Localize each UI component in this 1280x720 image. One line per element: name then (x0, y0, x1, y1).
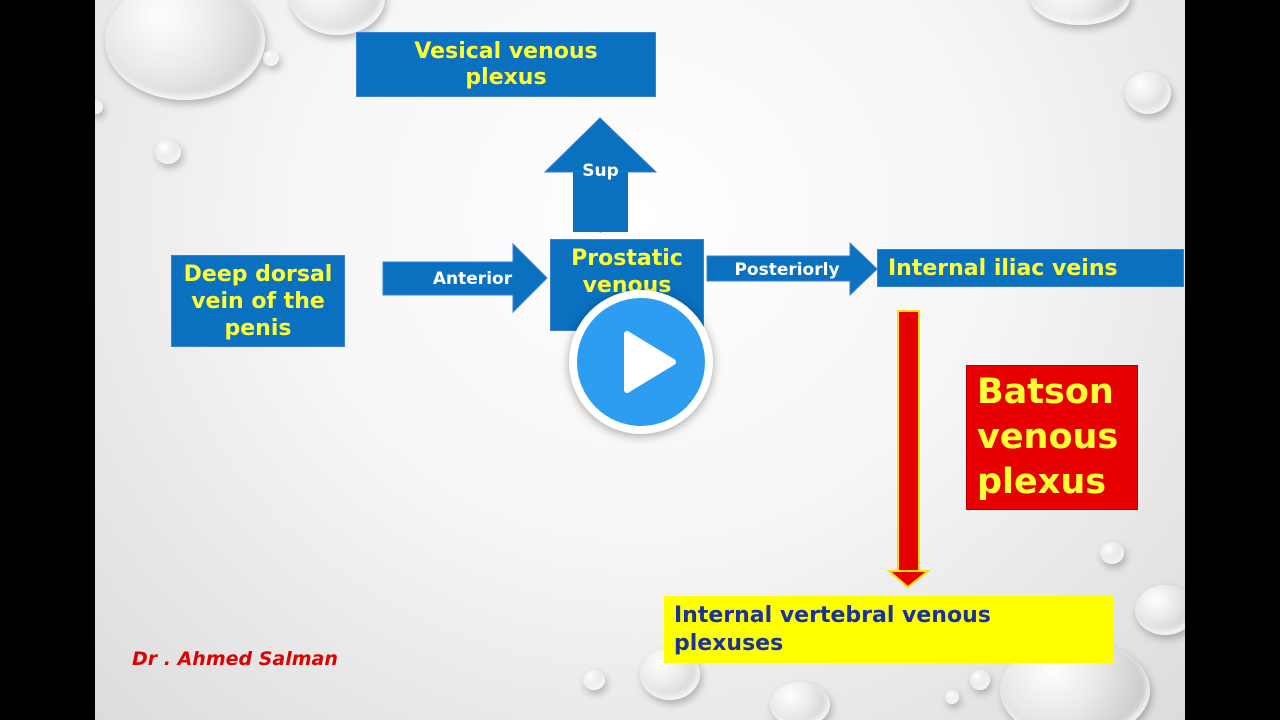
water-drop (583, 670, 605, 690)
water-drop (970, 670, 990, 690)
water-drop (1100, 542, 1124, 564)
water-drop (95, 100, 103, 114)
red-arrow-shaft (897, 310, 920, 574)
water-drop (945, 690, 959, 704)
vesical-venous-plexus-box: Vesical venous plexus (356, 32, 656, 97)
deep-dorsal-vein-box: Deep dorsal vein of the penis (171, 255, 345, 347)
author-credit: Dr . Ahmed Salman (132, 648, 338, 670)
water-drop (770, 682, 830, 720)
sup-arrow-body (573, 172, 628, 232)
internal-vertebral-label: Internal vertebral venous plexuses (674, 602, 991, 656)
anterior-arrow (382, 242, 548, 314)
internal-vertebral-box: Internal vertebral venous plexuses (664, 596, 1114, 663)
sup-arrow-label: Sup (582, 161, 619, 181)
play-button-circle (577, 298, 705, 426)
deep-dorsal-vein-label: Deep dorsal vein of the penis (183, 261, 333, 341)
anterior-arrow-label: Anterior (432, 269, 513, 289)
arrow-shapes (382, 117, 931, 589)
batson-venous-plexus-label: Batson venous plexus (977, 372, 1119, 502)
play-icon (624, 331, 676, 393)
water-drop (155, 140, 181, 164)
internal-iliac-veins-label: Internal iliac veins (888, 255, 1118, 281)
vesical-venous-plexus-label: Vesical venous plexus (414, 38, 598, 90)
water-drop (1125, 72, 1171, 114)
play-button[interactable] (569, 290, 713, 434)
water-drop (263, 50, 279, 66)
batson-venous-plexus-box: Batson venous plexus (966, 365, 1138, 510)
water-drop (105, 0, 265, 100)
slide: Vesical venous plexus Deep dorsal vein o… (95, 0, 1185, 720)
water-drop (1135, 585, 1185, 635)
red-arrow-head (886, 570, 931, 589)
posteriorly-arrow-label: Posteriorly (734, 260, 840, 280)
internal-iliac-veins-box: Internal iliac veins (877, 249, 1184, 287)
posteriorly-arrow (706, 241, 878, 297)
